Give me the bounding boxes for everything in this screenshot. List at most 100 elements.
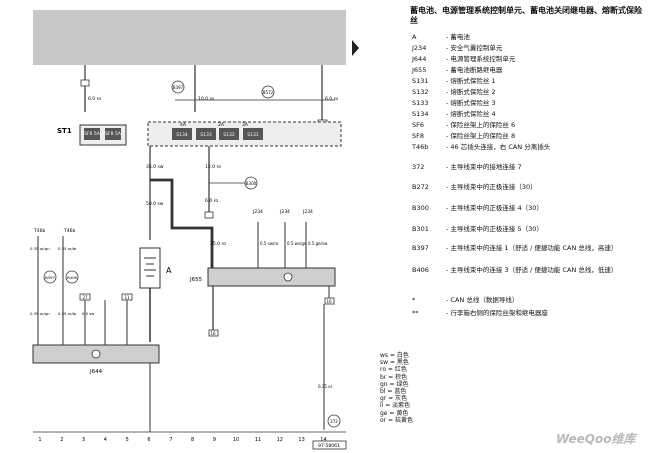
relay-j655 [207,267,336,287]
j655-label: J655 [189,277,203,283]
marker-top-b397: B397 [173,85,184,90]
marker-box [324,297,335,305]
column-number: 14 [320,437,326,443]
wire-label: 0.5 ge/sw [308,241,328,246]
legend-desc: - 蓄电池断路继电器 [446,66,503,74]
column-number: 11 [255,437,261,443]
diagram-ref: 97-58061 [318,443,340,449]
marker-box [208,329,219,337]
marker-16: 16 [210,331,216,336]
marker-circle [261,85,275,99]
wire-label: 0.35 or [318,384,333,389]
fuse-s132 [219,128,239,140]
j234-label: J234 [302,209,313,215]
column-number: 9 [213,437,216,443]
column-number: 2 [60,437,63,443]
legend-desc: - 主导线束中的正极连接 5（30） [446,225,543,233]
wire-label: 10.0 ro [198,96,214,102]
legend-desc: - 行李箱右侧的保险丝架和继电器座 [446,309,548,317]
marker-27: 27 [82,295,88,300]
st1-label: ST1 [57,127,72,135]
column-number: 1 [38,437,41,443]
marker-16: 16 [326,299,332,304]
legend-code: B397 [412,244,429,252]
wire-label: 0.35 or/br [58,311,77,316]
marker-b397: B397 [45,275,55,280]
legend-code: J234 [412,44,427,52]
unit-icon [91,349,101,359]
next-page-arrow[interactable] [352,40,359,56]
legend-desc: - 主导线束中的正极连接 4（30） [446,204,543,212]
fuse-s134 [172,128,192,140]
legend-desc: - 熔断式保险丝 1 [446,77,496,85]
diagram-ref-box [312,440,347,450]
wire-label: 0.35 or/br [58,246,77,251]
fuse-label: S132 [223,132,235,138]
connector-label: T46b [63,228,75,234]
color-key-item: sw = 黑色 [380,359,409,367]
legend-code: ** [412,309,419,317]
fuse-label: S131 [247,132,259,138]
marker-11: 11 [124,295,130,300]
legend-desc: - 保险丝架上的保险丝 8 [446,132,516,140]
color-key-item: gn = 绿色 [380,380,409,388]
battery-label: A [166,266,172,275]
legend-code: S132 [412,88,429,96]
legend-desc: - 蓄电池 [446,33,470,41]
watermark: WeeQoo维库 [556,432,636,446]
color-key-item: or = 桔黄色 [380,416,413,424]
wire-label: 6.0 ro [205,198,218,204]
fuse-label: SF6 5A [84,131,101,137]
wire-label: 35.0 sw [146,164,164,170]
legend-desc: - 主导线束中的正极连接（30） [446,183,537,191]
fuse-s131 [243,128,263,140]
color-key-item: ws = 白色 [380,352,409,359]
j234-label: J234 [252,209,263,215]
page-title: 蓄电池、电源管理系统控制单元、蓄电池关闭继电器、熔断式保险丝 [410,6,642,25]
legend-code: 372 [412,163,425,171]
marker-b406: B406 [67,275,77,280]
fuse-rating: 3A [242,122,249,128]
legend-code: S134 [412,110,429,118]
legend-code: B300 [412,204,429,212]
legend-code: SF8 [412,132,425,140]
legend-desc: - 主导线束中的连接 3（舒适 / 便捷功能 CAN 总线，低速） [446,266,618,274]
fuse-label: SF8 5A [105,131,122,137]
j644-label: J644 [89,369,103,375]
wire-label: 0.35 or/gn [30,246,50,251]
marker-b300: B300 [246,181,257,186]
column-number: 8 [191,437,194,443]
legend-desc: - 主导线束中的连接 1（舒适 / 便捷功能 CAN 总线，高速） [446,244,618,252]
marker-circle [43,270,57,284]
legend-code: B272 [412,183,429,191]
color-key-item: bl = 蓝色 [380,388,407,396]
wire-label: 50.0 sw [146,201,164,207]
wire-label: 6.0 ro [88,96,101,102]
marker-circle [65,270,79,284]
column-number: 7 [169,437,172,443]
column-number: 5 [126,437,129,443]
column-number: 13 [298,437,304,443]
column-number: 3 [82,437,85,443]
color-key-item: br = 棕色 [380,373,408,381]
column-number: 4 [104,437,107,443]
wire-label: 0.35 or/gn [30,311,50,316]
marker-box [204,211,214,219]
wire-label: 6.0 ro [325,96,338,102]
color-key-item: gr = 灰色 [380,395,408,403]
fuse-s133 [196,128,216,140]
legend-code: J655 [412,66,427,74]
wire-label: 35.0 ro [210,241,226,247]
legend-desc: - 熔断式保险丝 4 [446,110,496,118]
marker-circle [171,80,185,94]
marker-box [79,293,91,301]
wire-label: 0.5 ws/ge [287,241,307,246]
marker-circle [327,414,341,428]
legend-desc: - 电源管理系统控制单元 [446,55,516,63]
fuse-sf8 [105,128,121,140]
wire-label: 0.5 sw/ro [260,241,279,246]
legend-code: B301 [412,225,429,233]
